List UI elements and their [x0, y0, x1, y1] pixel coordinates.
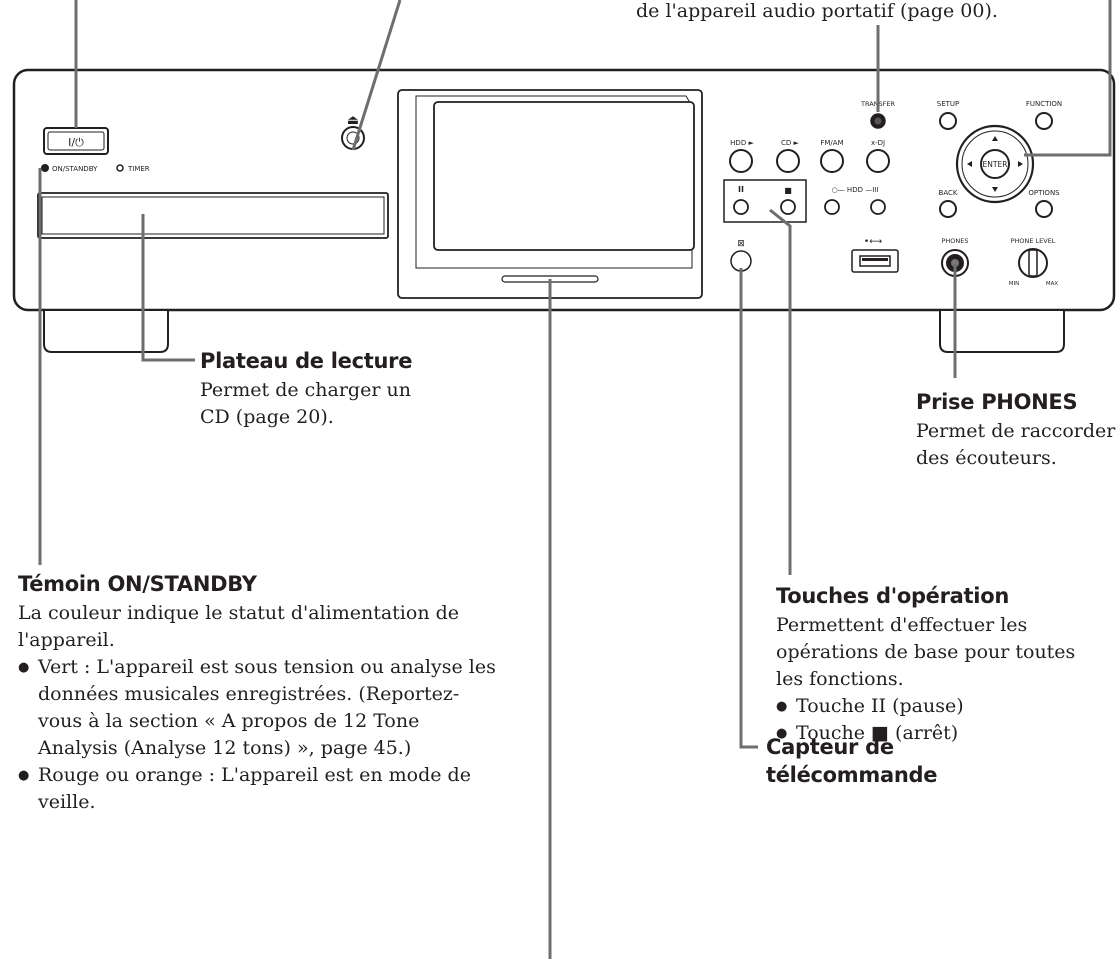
stop-button[interactable]	[780, 199, 796, 215]
capteur-title: Capteur de télécommande	[766, 735, 938, 787]
nav-left-icon	[967, 161, 972, 167]
hdd-play-button[interactable]	[729, 149, 753, 173]
back-button[interactable]	[939, 200, 957, 218]
plateau-title: Plateau de lecture	[200, 349, 413, 373]
xdj-button[interactable]	[866, 149, 890, 173]
min-label: MIN	[1009, 281, 1019, 287]
pause-symbol: II	[738, 185, 744, 194]
top-fragment: de l'appareil audio portatif (page 00).	[636, 0, 998, 22]
enter-button[interactable]	[980, 149, 1010, 179]
options-label: OPTIONS	[1028, 189, 1060, 197]
power-label: I/⏻	[68, 136, 84, 149]
plateau-body: Permet de charger un CD (page 20).	[200, 379, 411, 428]
cd-play-label: CD ►	[781, 139, 800, 147]
hdd-next-button[interactable]	[870, 199, 886, 215]
leader-lines	[38, 0, 1112, 959]
hdd-play-label: HDD ►	[730, 139, 754, 147]
callout-phones: Prise PHONES Permet de raccorder des éco…	[916, 388, 1120, 472]
phone-level-label: PHONE LEVEL	[1011, 237, 1056, 245]
callout-plateau: Plateau de lecture Permet de charger un …	[200, 347, 440, 431]
phones-label: PHONES	[941, 237, 968, 245]
hdd-prev-button[interactable]	[824, 199, 840, 215]
max-label: MAX	[1046, 281, 1059, 287]
timer-label: TIMER	[127, 165, 150, 173]
remote-sensor-symbol: ⊠	[737, 239, 745, 249]
timer-led	[116, 164, 124, 172]
temoin-item-red: Rouge ou orange : L'appareil est en mode…	[18, 762, 496, 816]
callout-temoin: Témoin ON/STANDBY La couleur indique le …	[18, 570, 496, 816]
temoin-list: Vert : L'appareil est sous tension ou an…	[18, 654, 496, 816]
options-button[interactable]	[1035, 200, 1053, 218]
hdd-select-label: ○— HDD —III	[832, 186, 879, 194]
fm-am-button[interactable]	[820, 149, 844, 173]
on-standby-led	[41, 164, 49, 172]
nav-down-icon	[992, 187, 998, 192]
nav-up-icon	[992, 136, 998, 141]
setup-label: SETUP	[937, 100, 960, 108]
function-button[interactable]	[1035, 112, 1053, 130]
temoin-title: Témoin ON/STANDBY	[18, 572, 257, 596]
touches-body: Permettent d'effectuer les opérations de…	[776, 614, 1076, 690]
touches-item-pause: Touche II (pause)	[776, 693, 1076, 720]
phones-body: Permet de raccorder des écouteurs.	[916, 420, 1116, 469]
touches-title: Touches d'opération	[776, 584, 1009, 608]
right-foot	[939, 311, 1065, 353]
callout-touches: Touches d'opération Permettent d'effectu…	[776, 582, 1076, 747]
usb-icon: •⟷	[864, 237, 882, 247]
on-standby-label: ON/STANDBY	[52, 165, 98, 173]
eject-icon: ⏏	[347, 113, 359, 128]
setup-button[interactable]	[939, 112, 957, 130]
operation-keys-group	[723, 179, 807, 223]
left-foot	[43, 311, 169, 353]
touches-list: Touche II (pause) Touche ■ (arrêt)	[776, 693, 1076, 747]
xdj-label: x-DJ	[871, 139, 885, 147]
enter-label: ENTER	[983, 160, 1008, 169]
phones-title: Prise PHONES	[916, 390, 1078, 414]
function-label: FUNCTION	[1026, 100, 1062, 108]
disc-tray[interactable]	[37, 192, 389, 239]
stop-symbol: ■	[784, 186, 792, 195]
back-label: BACK	[939, 189, 958, 197]
temoin-item-green: Vert : L'appareil est sous tension ou an…	[18, 654, 496, 762]
nav-right-icon	[1018, 161, 1023, 167]
callout-capteur: Capteur de télécommande	[766, 733, 966, 789]
fm-am-label: FM/AM	[820, 139, 843, 147]
pause-button[interactable]	[733, 199, 749, 215]
touches-item-stop: Touche ■ (arrêt)	[776, 720, 1076, 747]
display-screen	[433, 101, 695, 251]
temoin-body: La couleur indique le statut d'alimentat…	[18, 602, 459, 651]
cd-play-button[interactable]	[776, 149, 800, 173]
